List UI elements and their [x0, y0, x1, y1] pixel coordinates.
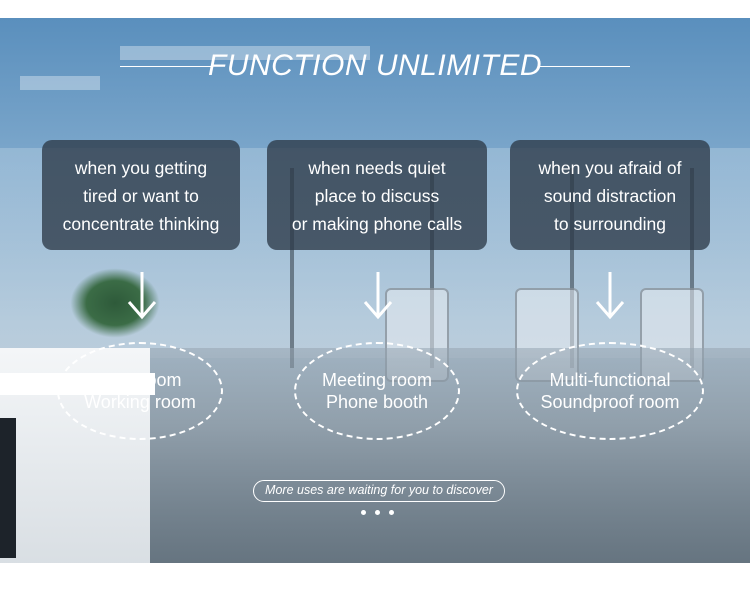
room-type-line: Phone booth — [325, 392, 429, 412]
page-title: FUNCTION UNLIMITED — [208, 49, 542, 82]
chair — [0, 418, 16, 558]
card-text-line: to surrounding — [554, 214, 666, 234]
pagination-dots — [355, 507, 400, 517]
scenario-card: when you getting tired or want to concen… — [42, 140, 240, 250]
glass-wall — [690, 168, 694, 368]
card-text-line: when you getting — [74, 158, 208, 178]
arrow-down-icon — [363, 272, 393, 320]
glass-wall — [570, 168, 574, 368]
card-text-line: tired or want to — [83, 186, 199, 206]
card-text-line: place to discuss — [314, 186, 440, 206]
card-text-line: sound distraction — [543, 186, 677, 206]
room-type-line: Soundproof room — [540, 392, 680, 412]
pagination-dot — [361, 510, 366, 515]
room-type-label: Meeting room Phone booth — [294, 342, 460, 440]
plant — [70, 268, 160, 338]
room-type-line: Working room — [84, 392, 196, 412]
room-type-line: Meeting room — [321, 370, 433, 390]
card-text-line: or making phone calls — [291, 214, 463, 234]
pagination-dot — [375, 510, 380, 515]
arrow-down-icon — [595, 272, 625, 320]
room-type-line: Rest room — [98, 370, 182, 390]
more-uses-pill: More uses are waiting for you to discove… — [253, 480, 505, 502]
room-type-line: Multi-functional — [549, 370, 671, 390]
title-rule-right — [538, 66, 630, 67]
card-text-line: when you afraid of — [538, 158, 682, 178]
room-type-label: Rest room Working room — [57, 342, 223, 440]
card-text-line: when needs quiet — [308, 158, 446, 178]
pagination-dot — [389, 510, 394, 515]
scenario-card: when you afraid of sound distraction to … — [510, 140, 710, 250]
glass-wall — [290, 168, 294, 368]
card-text-line: concentrate thinking — [62, 214, 220, 234]
title-rule-left — [120, 66, 212, 67]
ceiling-light — [20, 76, 100, 90]
scenario-card: when needs quiet place to discuss or mak… — [267, 140, 487, 250]
arrow-down-icon — [127, 272, 157, 320]
room-type-label: Multi-functional Soundproof room — [516, 342, 704, 440]
ceiling-light — [120, 46, 370, 60]
glass-wall — [430, 168, 434, 368]
